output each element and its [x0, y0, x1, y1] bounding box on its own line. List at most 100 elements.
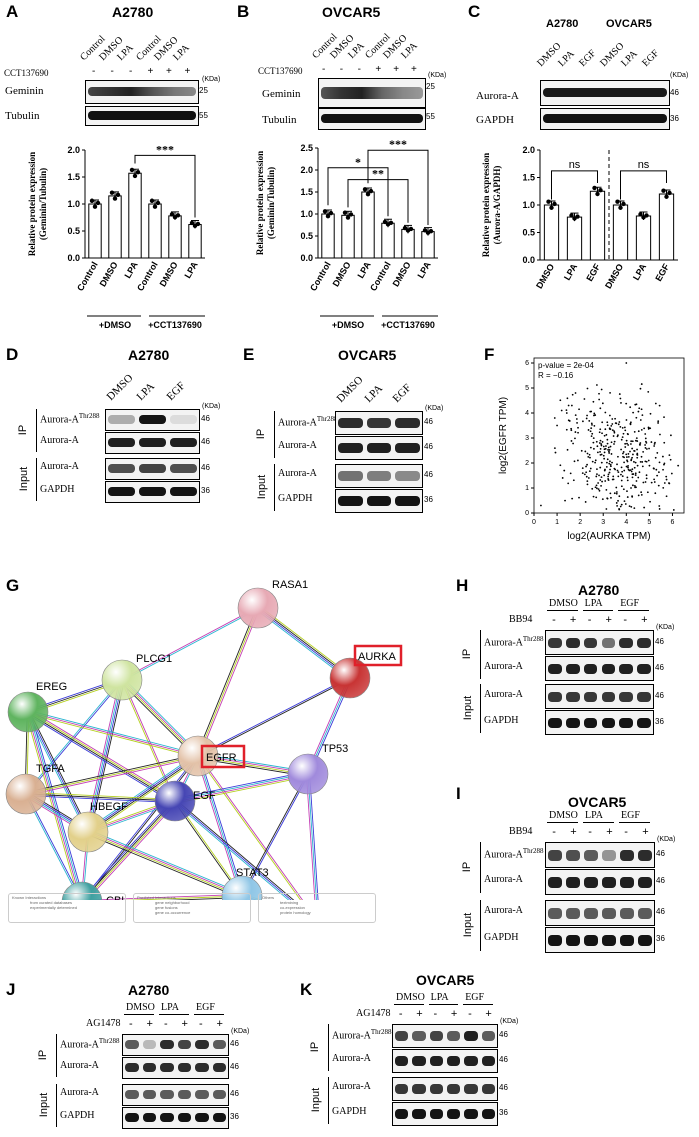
- point: [595, 475, 598, 478]
- edge: [88, 829, 244, 895]
- point: [603, 434, 606, 437]
- kda-label: (KDa): [425, 405, 444, 412]
- bar: [589, 190, 606, 261]
- bar: [341, 214, 355, 259]
- input-label: Input: [18, 466, 31, 491]
- data-point: [618, 205, 623, 210]
- band: [481, 1109, 495, 1119]
- point: [646, 491, 649, 494]
- point: [619, 397, 622, 400]
- point: [631, 447, 634, 450]
- group-underline: [428, 1004, 459, 1005]
- point: [635, 416, 638, 419]
- point: [595, 440, 598, 443]
- point: [662, 468, 664, 471]
- point: [592, 495, 595, 498]
- point: [567, 419, 570, 422]
- point: [640, 493, 643, 496]
- point: [601, 421, 604, 424]
- group-underline: [394, 1004, 424, 1005]
- point: [603, 451, 606, 454]
- point: [647, 428, 650, 430]
- point: [617, 423, 620, 426]
- point: [595, 484, 598, 487]
- node-label: RASA1: [272, 579, 308, 591]
- node-stat3: [221, 875, 263, 900]
- sign: +: [181, 1018, 188, 1030]
- point: [540, 504, 542, 507]
- point: [593, 414, 595, 417]
- band: [566, 850, 580, 861]
- point: [615, 492, 618, 495]
- band: [548, 850, 562, 861]
- point: [631, 473, 634, 476]
- band: [195, 1063, 209, 1072]
- x-tick-label: 0: [532, 519, 536, 526]
- input-bracket: [328, 1077, 329, 1124]
- point: [653, 467, 655, 470]
- bar: [658, 193, 675, 261]
- point: [644, 481, 647, 483]
- point: [622, 452, 624, 455]
- data-point: [345, 215, 351, 220]
- point: [566, 397, 569, 400]
- row-label: GAPDH: [60, 1110, 95, 1121]
- data-point: [428, 228, 434, 234]
- point: [598, 474, 600, 477]
- x-tick-label: 2: [578, 519, 582, 526]
- treatment-label: AG1478: [86, 1018, 121, 1029]
- point: [658, 404, 661, 407]
- sign: -: [587, 614, 592, 626]
- sign: +: [641, 614, 648, 626]
- band: [464, 1056, 478, 1066]
- row-label-gapdh-c: GAPDH: [476, 114, 514, 126]
- point: [608, 414, 611, 417]
- edge: [81, 755, 198, 900]
- edge: [199, 608, 260, 757]
- group-label: EGF: [620, 598, 640, 609]
- edge: [88, 830, 243, 896]
- panel-b-sign-0: -: [322, 64, 326, 75]
- significance-label: **: [372, 167, 384, 181]
- row-label-tubulin-b: Tubulin: [262, 114, 297, 126]
- point: [635, 437, 638, 440]
- band: [125, 1090, 139, 1099]
- point: [633, 450, 636, 452]
- point: [636, 454, 639, 456]
- kda-label-c: (KDa): [670, 72, 689, 79]
- point: [598, 431, 601, 434]
- node-hbegf: [67, 811, 109, 853]
- group-label: DMSO: [396, 992, 425, 1003]
- point: [640, 428, 643, 431]
- point: [604, 468, 606, 471]
- band: [108, 487, 135, 496]
- point: [607, 479, 610, 482]
- panel-a-sign-2: -: [129, 66, 133, 77]
- y-tick-label: 0.0: [67, 253, 80, 263]
- band: [170, 438, 197, 447]
- category-label: Control: [75, 260, 100, 293]
- point: [629, 406, 632, 409]
- point: [581, 472, 584, 475]
- band: [584, 850, 598, 861]
- sign: +: [606, 826, 613, 838]
- node-label: CBL: [106, 895, 127, 900]
- point: [662, 487, 665, 489]
- blot-row: [392, 1024, 498, 1048]
- point: [639, 460, 642, 463]
- data-point: [89, 198, 95, 203]
- point: [590, 435, 593, 438]
- data-point: [664, 194, 669, 199]
- scatter-points: [540, 362, 680, 511]
- edge: [86, 753, 197, 831]
- group-underline: [463, 1004, 493, 1005]
- bar: [612, 204, 629, 261]
- blot-row: [122, 1057, 229, 1079]
- y-axis-label: log2(EGFR TPM): [498, 397, 509, 474]
- ip-bracket: [480, 630, 481, 679]
- point: [645, 448, 648, 450]
- input-label: Input: [462, 695, 475, 720]
- bar: [188, 224, 202, 259]
- input-bracket: [56, 1084, 57, 1127]
